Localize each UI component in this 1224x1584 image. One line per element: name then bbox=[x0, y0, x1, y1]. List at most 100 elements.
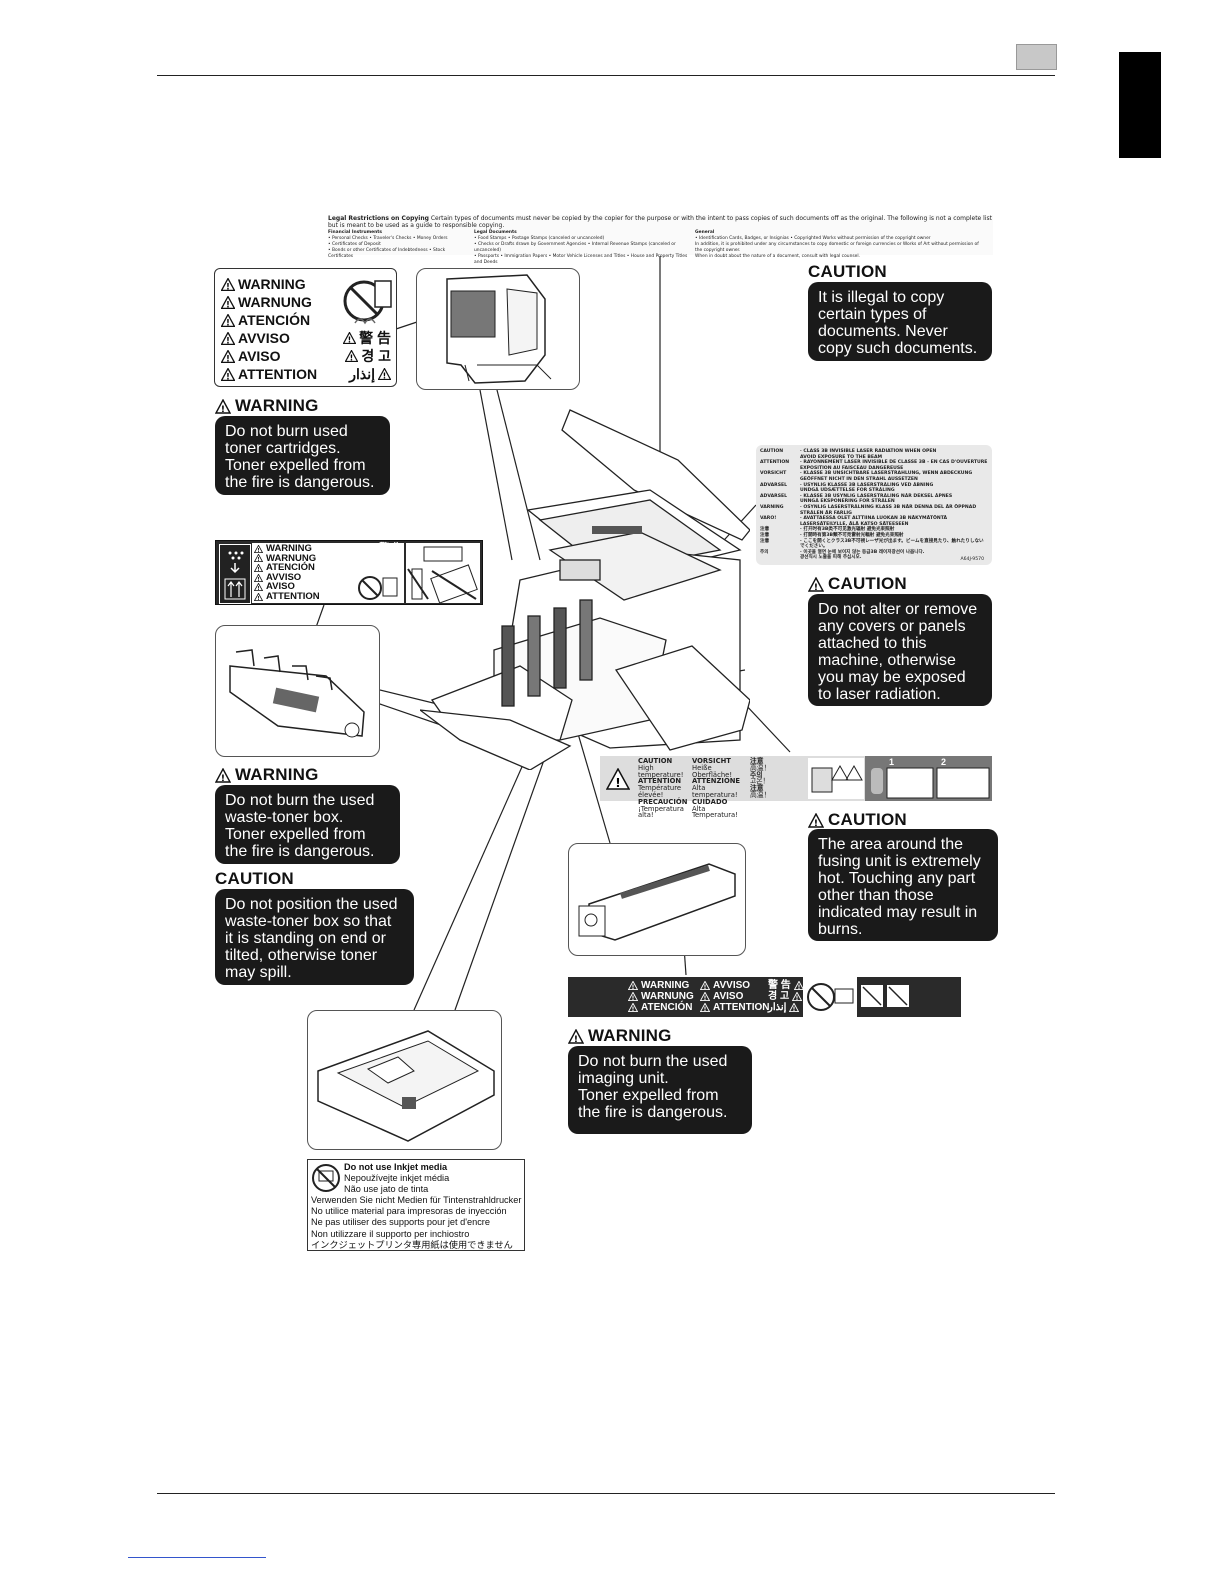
toner-label-line: !AVISO bbox=[221, 347, 390, 365]
warning-triangle-icon: ! bbox=[792, 992, 803, 1001]
waste-toner-label: !WARNING!WARNUNG!ATENCIÓN!AVVISO!AVISO!A… bbox=[215, 540, 483, 605]
warning-triangle-icon: ! bbox=[221, 367, 235, 381]
printer-illustration bbox=[420, 409, 750, 770]
laser-row-text: · CLASS 3B INVISIBLE LASER RADIATION WHE… bbox=[800, 449, 937, 460]
svg-text:!: ! bbox=[704, 1006, 707, 1012]
fusing-label-text: Alta temperatura! bbox=[692, 784, 738, 799]
laser-row-keyword: ADVARSEL bbox=[760, 482, 788, 488]
inkjet-line-fr: Ne pas utiliser des supports pour jet d'… bbox=[311, 1217, 490, 1228]
legal-title: Legal Restrictions on Copying bbox=[328, 215, 429, 222]
fusing-label-text: 高温！ bbox=[750, 763, 771, 772]
legal-col3-line: • Identification Cards, Badges, or Insig… bbox=[695, 236, 931, 241]
warning-triangle-icon: ! bbox=[215, 767, 231, 783]
fusing-label-text: CUIDADO bbox=[692, 797, 728, 806]
svg-text:!: ! bbox=[348, 336, 352, 345]
laser-row-text: · OSYNLIG LASERSTRÅLNING KLASS 3B NÄR DE… bbox=[800, 504, 977, 516]
legal-col3-line: In addition, it is prohibited under any … bbox=[695, 242, 979, 253]
footer-link[interactable] bbox=[128, 1557, 266, 1558]
laser-caution-label: CAUTION· CLASS 3B INVISIBLE LASER RADIAT… bbox=[756, 445, 992, 565]
warning-triangle-icon: ! bbox=[628, 1003, 638, 1012]
svg-text:!: ! bbox=[797, 984, 800, 990]
no-fire-cartridge-icon bbox=[343, 280, 392, 325]
imaging-label-line: 경 고! bbox=[768, 991, 804, 1002]
warning-triangle-icon: ! bbox=[700, 981, 710, 990]
inkjet-media-label: Do not use Inkjet media Nepoužívejte ink… bbox=[307, 1159, 525, 1251]
warning-waste-message: Do not burn the used waste-toner box. To… bbox=[215, 785, 400, 864]
legal-col1-head: Financial Instruments bbox=[328, 230, 382, 235]
imaging-label-line: !ATENCIÓN bbox=[628, 1002, 694, 1013]
toner-label-line-ar: إنذار! bbox=[341, 365, 391, 383]
legal-col3-head: General bbox=[695, 230, 715, 235]
warning-triangle-icon: ! bbox=[378, 368, 391, 380]
svg-text:!: ! bbox=[814, 819, 818, 828]
warning-triangle-icon: ! bbox=[254, 554, 263, 563]
waste-label-right-words: 警 告 경 고 إنذار bbox=[352, 543, 404, 603]
caution-waste-heading: CAUTION bbox=[215, 869, 294, 888]
warning-triangle-icon: ! bbox=[254, 573, 263, 582]
warning-triangle-icon: ! bbox=[343, 332, 357, 345]
waste-label-line: !ATENCIÓN bbox=[254, 563, 350, 573]
svg-text:!: ! bbox=[632, 984, 635, 990]
svg-text:!: ! bbox=[574, 1035, 578, 1044]
no-fire-unit-icon bbox=[803, 977, 857, 1017]
waste-label-line: !WARNUNG bbox=[254, 553, 350, 564]
laser-row-keyword: VORSICHT bbox=[760, 471, 787, 477]
laser-row-text: · 打开时有3B类不可见激光辐射 避免光束照射 bbox=[800, 527, 895, 533]
laser-label-row: 주의· 이곳을 열면 눈에 보이지 않는 등급3B 레이저광선이 나옵니다. 광… bbox=[760, 550, 988, 561]
warning-triangle-icon: ! bbox=[254, 592, 263, 601]
caution-fusing-heading: ! CAUTION bbox=[808, 810, 907, 830]
svg-text:!: ! bbox=[221, 774, 225, 783]
waste-label-line: !AVVISO bbox=[254, 573, 350, 583]
waste-tilt-icons bbox=[406, 543, 480, 604]
no-light-no-touch-icons bbox=[859, 977, 961, 1017]
toner-label-line: !ATENCIÓN bbox=[221, 311, 390, 329]
fusing-label-text: 注意 bbox=[750, 784, 764, 793]
caution-laser-message: Do not alter or remove any covers or pan… bbox=[808, 594, 992, 706]
svg-text:!: ! bbox=[226, 372, 230, 381]
side-tab bbox=[1119, 52, 1161, 158]
caution-copy-message: It is illegal to copy certain types of d… bbox=[808, 282, 992, 361]
imaging-label-line: 警 告! bbox=[768, 980, 804, 991]
warning-triangle-icon: ! bbox=[793, 981, 804, 990]
waste-label-line: !AVISO bbox=[254, 582, 350, 592]
laser-label-row: ADVARSEL · USYNLIG KLASSE 3B LASERSTRÅLIN… bbox=[760, 483, 988, 494]
toner-label-line-ja: !警 告 bbox=[341, 329, 391, 347]
svg-text:!: ! bbox=[632, 995, 635, 1001]
legal-col1-line: • Personal Checks • Traveler's Checks • … bbox=[328, 236, 448, 241]
header-chapter-box bbox=[1016, 44, 1057, 70]
legal-col2-line: • Food Stamps • Postage Stamps (canceled… bbox=[474, 236, 605, 241]
laser-row-text: · AVATTAESSA OLET ALTTIINA LUOKAN 3B NÄK… bbox=[800, 516, 948, 527]
waste-box-orientation-icon bbox=[219, 544, 251, 604]
no-light-icon bbox=[861, 985, 909, 1007]
waste-label-ko: 경 고 bbox=[380, 554, 402, 565]
fusing-label-text: Température élevée! bbox=[638, 784, 682, 799]
warning-triangle-icon: ! bbox=[221, 295, 235, 309]
warning-triangle-icon: ! bbox=[345, 350, 359, 362]
laser-row-text: · KLASSE 3B USYNLIG LASERSTRÅLING NÅR DE… bbox=[800, 493, 953, 505]
fusing-label-text: 高温！ bbox=[750, 790, 771, 799]
legal-col2-head: Legal Documents bbox=[474, 230, 517, 235]
inkjet-line-cs: Nepoužívejte inkjet média bbox=[344, 1173, 450, 1184]
footer-rule bbox=[157, 1493, 1055, 1494]
imaging-label-line: !AVVISO bbox=[700, 980, 769, 991]
warning-toner-heading: ! WARNING bbox=[215, 396, 319, 416]
fusing-label-text: Alta Temperatura! bbox=[692, 804, 738, 820]
laser-label-row: 注意· 打开时有3B类不可见激光辐射 避免光束照射 bbox=[760, 527, 988, 533]
inkjet-line-ja: インクジェットプリンタ専用紙は使用できません bbox=[311, 1239, 513, 1250]
laser-row-keyword: ADVARSEL bbox=[760, 493, 788, 499]
fusing-label-text: Heiße Oberfläche! bbox=[692, 763, 733, 779]
fusing-label-text: ¡Temperatura alta! bbox=[638, 804, 684, 820]
laser-label-row: 注意· 打開時有第3B類不可見雷射光輻射 避免光束照射 bbox=[760, 533, 988, 539]
fusing-label-text: ATTENZIONE bbox=[692, 777, 741, 786]
warning-triangle-icon: ! bbox=[254, 544, 263, 553]
fusing-label-text: 注意 bbox=[750, 757, 764, 765]
laser-row-text: · KLASSE 3B UNSICHTBARE LASERSTRAHLUNG, … bbox=[800, 471, 973, 482]
toner-cartridge-illustration bbox=[416, 268, 580, 390]
legal-col3-line: When in doubt about the nature of a docu… bbox=[695, 254, 860, 259]
svg-text:!: ! bbox=[226, 336, 230, 345]
laser-row-text: · USYNLIG KLASSE 3B LASERSTRÅLING VED ÅB… bbox=[800, 482, 934, 494]
no-inkjet-icon bbox=[312, 1164, 340, 1192]
header-rule bbox=[157, 75, 1055, 76]
hot-surface-icons bbox=[808, 758, 864, 799]
fusing-step-2: 2 bbox=[941, 757, 947, 767]
